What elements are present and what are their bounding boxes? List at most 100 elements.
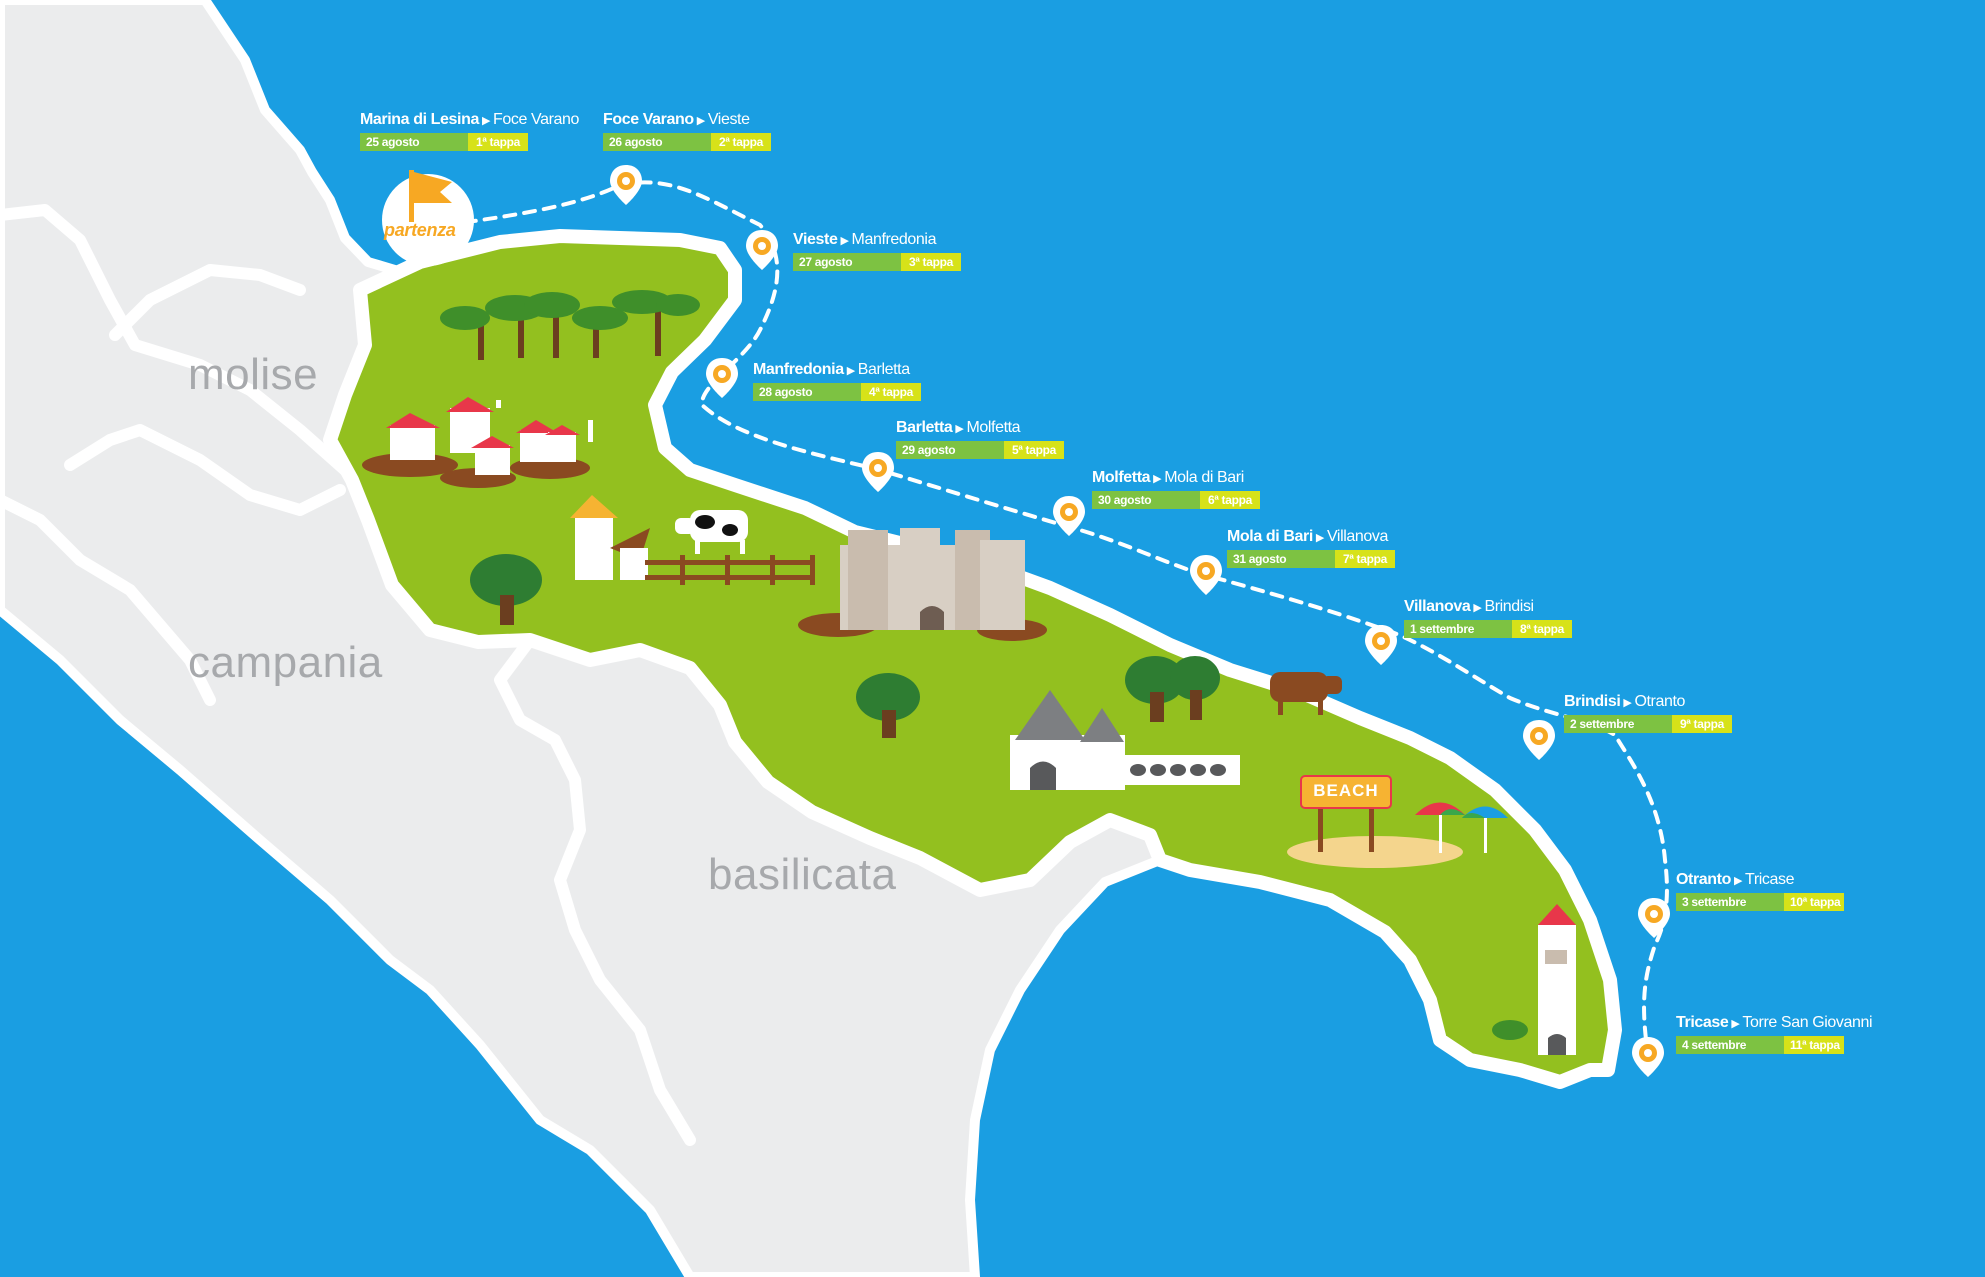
stage-pins: [610, 165, 1670, 1077]
beach-sign-label: BEACH: [1313, 781, 1379, 800]
route-line: [443, 180, 1669, 1057]
stage-number: 6ª tappa: [1200, 491, 1260, 509]
stage-from: Manfredonia: [753, 361, 844, 378]
arrow-icon: ▶: [1315, 532, 1324, 544]
arrow-icon: ▶: [1733, 875, 1743, 887]
map-pin-icon: [1523, 720, 1555, 760]
stage-number: 2ª tappa: [711, 133, 771, 151]
stage-from: Foce Varano: [603, 111, 694, 128]
stage-from: Marina di Lesina: [360, 111, 479, 128]
arrow-icon: ▶: [1731, 1018, 1740, 1030]
stage-date: 31 agosto: [1227, 550, 1335, 568]
map-pin-icon: [862, 452, 894, 492]
stage-to: Manfredonia: [851, 231, 937, 248]
arrow-icon: ▶: [955, 423, 964, 435]
stage-date: 30 agosto: [1092, 491, 1200, 509]
stage-from: Tricase: [1676, 1014, 1729, 1031]
stage-number: 8ª tappa: [1512, 620, 1572, 638]
stage-date: 2 settembre: [1564, 715, 1672, 733]
map-pin-icon: [1638, 898, 1670, 938]
stage-to: Tricase: [1745, 871, 1795, 888]
flag-icon: [414, 172, 452, 203]
region-borders: [0, 204, 696, 1146]
stage-date: 4 settembre: [1676, 1036, 1784, 1054]
stage-from: Barletta: [896, 419, 953, 436]
map-pin-icon: [1632, 1037, 1664, 1077]
beach-illustration: [1287, 775, 1508, 868]
cow-illustration: [675, 510, 748, 554]
stage-to: Vieste: [707, 111, 750, 128]
windmill-illustration: [570, 495, 650, 580]
arrow-icon: ▶: [1623, 697, 1632, 709]
stage-date: 3 settembre: [1676, 893, 1784, 911]
castle-illustration: [798, 528, 1047, 641]
stage-number: 10ª tappa: [1784, 893, 1844, 911]
map-pin-icon: [610, 165, 642, 205]
stage-to: Barletta: [857, 361, 910, 378]
map-pin-icon: [746, 230, 778, 270]
stage-from: Molfetta: [1092, 469, 1151, 486]
arrow-icon: ▶: [840, 235, 849, 247]
arrow-icon: ▶: [481, 115, 491, 127]
stage-date: 25 agosto: [360, 133, 468, 151]
stage-number: 11ª tappa: [1784, 1036, 1844, 1054]
trulli-illustration: [1010, 690, 1240, 790]
region-label-basilicata: basilicata: [708, 850, 897, 899]
stage-number: 3ª tappa: [901, 253, 961, 271]
arrow-icon: ▶: [1473, 602, 1482, 614]
stage-from: Otranto: [1676, 871, 1731, 888]
fence-illustration: [645, 555, 815, 585]
stage-number: 7ª tappa: [1335, 550, 1395, 568]
bull-illustration: [1270, 672, 1342, 715]
stage-from: Villanova: [1404, 598, 1471, 615]
arrow-icon: ▶: [1153, 473, 1162, 485]
arrow-icon: ▶: [696, 115, 705, 127]
stage-date: 26 agosto: [603, 133, 711, 151]
stage-number: 1ª tappa: [468, 133, 528, 151]
start-marker: [382, 170, 474, 266]
stage-from: Mola di Bari: [1227, 528, 1313, 545]
olive-trees-illustration: [470, 554, 1220, 738]
pine-trees-illustration: [440, 290, 700, 360]
stage-number: 9ª tappa: [1672, 715, 1732, 733]
map-pin-icon: [1365, 625, 1397, 665]
stage-to: Molfetta: [966, 419, 1021, 436]
stage-to: Brindisi: [1484, 598, 1534, 615]
region-puglia: [323, 229, 1622, 1089]
stage-date: 27 agosto: [793, 253, 901, 271]
stage-number: 4ª tappa: [861, 383, 921, 401]
stage-date: 29 agosto: [896, 441, 1004, 459]
map-pin-icon: [1053, 496, 1085, 536]
stage-from: Vieste: [793, 231, 838, 248]
stage-date: 28 agosto: [753, 383, 861, 401]
start-label: partenza: [384, 220, 456, 240]
stage-to: Foce Varano: [493, 111, 580, 128]
stage-date: 1 settembre: [1404, 620, 1512, 638]
lighthouse-illustration: [1492, 904, 1576, 1055]
map-pin-icon: [1190, 555, 1222, 595]
region-label-campania: campania: [188, 638, 383, 687]
stage-to: Mola di Bari: [1164, 469, 1244, 486]
houses-illustration: [362, 397, 593, 488]
stage-number: 5ª tappa: [1004, 441, 1064, 459]
arrow-icon: ▶: [846, 365, 855, 377]
region-label-molise: molise: [188, 350, 319, 399]
stage-to: Torre San Giovanni: [1742, 1014, 1873, 1031]
stage-from: Brindisi: [1564, 693, 1621, 710]
map-pin-icon: [706, 358, 738, 398]
stage-to: Villanova: [1326, 528, 1388, 545]
stage-to: Otranto: [1634, 693, 1685, 710]
